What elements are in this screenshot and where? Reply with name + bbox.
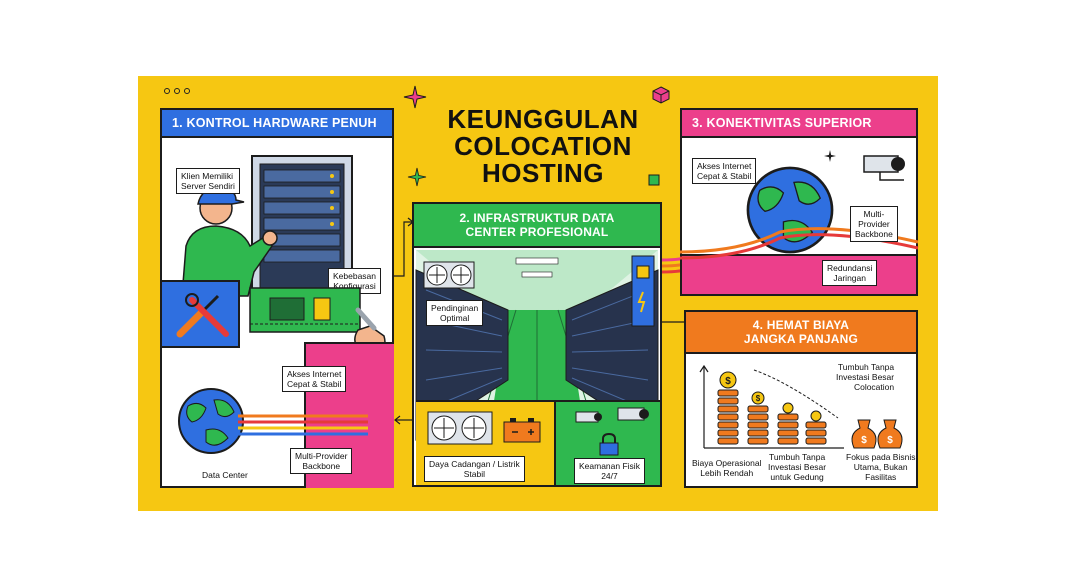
svg-text:$: $	[725, 376, 731, 387]
label-client-server: Klien Memiliki Server Sendiri	[176, 168, 240, 194]
panel-connectivity: 3. KONEKTIVITAS SUPERIOR Akses Internet …	[679, 108, 919, 296]
panel-hardware-control: 1. KONTROL HARDWARE PENUH Klien Memiliki…	[160, 108, 394, 488]
camera-icon	[617, 407, 649, 421]
camera-icon	[863, 155, 905, 181]
infographic-poster: KEUNGGULAN COLOCATION HOSTING 1. KONTROL…	[138, 76, 938, 511]
network-cables	[238, 414, 368, 436]
panel-1-header: 1. KONTROL HARDWARE PENUH	[162, 110, 392, 138]
lock-icon	[599, 432, 619, 456]
sparkle-icon	[407, 167, 427, 187]
label-network-redundancy: Redundansi Jaringan	[822, 260, 878, 286]
wrench-icon	[185, 293, 229, 337]
sparkle-icon	[403, 85, 427, 109]
svg-text:$: $	[861, 435, 867, 446]
label-multi-provider: Multi-Provider Backbone	[290, 448, 353, 474]
label-data-center: Data Center	[202, 470, 248, 480]
globe-icon	[746, 166, 834, 254]
panel-infrastructure: 2. INFRASTRUKTUR DATA CENTER PROFESIONAL…	[412, 202, 662, 487]
camera-icon	[575, 411, 602, 423]
fan-icon	[427, 411, 493, 445]
power-unit-icon	[631, 255, 655, 327]
cube-icon	[652, 86, 670, 104]
panel-2-header: 2. INFRASTRUKTUR DATA CENTER PROFESIONAL	[414, 204, 660, 248]
globe-icon	[178, 388, 244, 454]
flow-arrows	[394, 217, 414, 425]
label-internet-access: Akses Internet Cepat & Stabil	[282, 366, 347, 392]
svg-text:$: $	[756, 394, 761, 403]
title-line-1: KEUNGGULAN	[447, 104, 639, 134]
poster-title: KEUNGGULAN COLOCATION HOSTING	[408, 106, 678, 187]
fan-icon	[423, 261, 475, 289]
dollar-icon: $ $	[719, 371, 822, 422]
label-backup-power: Daya Cadangan / Listrik Stabil	[424, 456, 525, 482]
battery-icon	[503, 418, 541, 443]
title-line-2: COLOCATION	[454, 131, 632, 161]
label-cooling: Pendinginan Optimal	[426, 300, 484, 326]
panel-4-header: 4. HEMAT BIAYA JANGKA PANJANG	[686, 312, 916, 354]
shape-icon	[648, 174, 660, 186]
panel-cost-savings: 4. HEMAT BIAYA JANGKA PANJANG	[684, 310, 918, 488]
label-physical-security: Keamanan Fisik 24/7	[574, 458, 645, 484]
cost-chart: $ $	[699, 364, 844, 449]
label-operational-cost: Biaya Operasional Lebih Rendah	[692, 458, 762, 478]
title-line-3: HOSTING	[482, 158, 604, 188]
svg-text:$: $	[887, 435, 893, 446]
window-dots	[164, 88, 190, 94]
label-grow-colocation: Tumbuh Tanpa Investasi Besar Colocation	[836, 362, 895, 392]
label-focus-business: Fokus pada Bisnis Utama, Bukan Fasilitas	[846, 452, 916, 482]
panel-3-header: 3. KONEKTIVITAS SUPERIOR	[682, 110, 916, 138]
technician-illustration	[181, 187, 278, 297]
label-internet-access: Akses Internet Cepat & Stabil	[692, 158, 757, 184]
money-bag-icon: $ $	[851, 419, 903, 449]
circuit-board-icon	[249, 287, 361, 333]
label-multi-provider: Multi- Provider Backbone	[850, 206, 898, 242]
sparkle-icon	[824, 150, 836, 162]
label-grow-building: Tumbuh Tanpa Investasi Besar untuk Gedun…	[768, 452, 827, 482]
